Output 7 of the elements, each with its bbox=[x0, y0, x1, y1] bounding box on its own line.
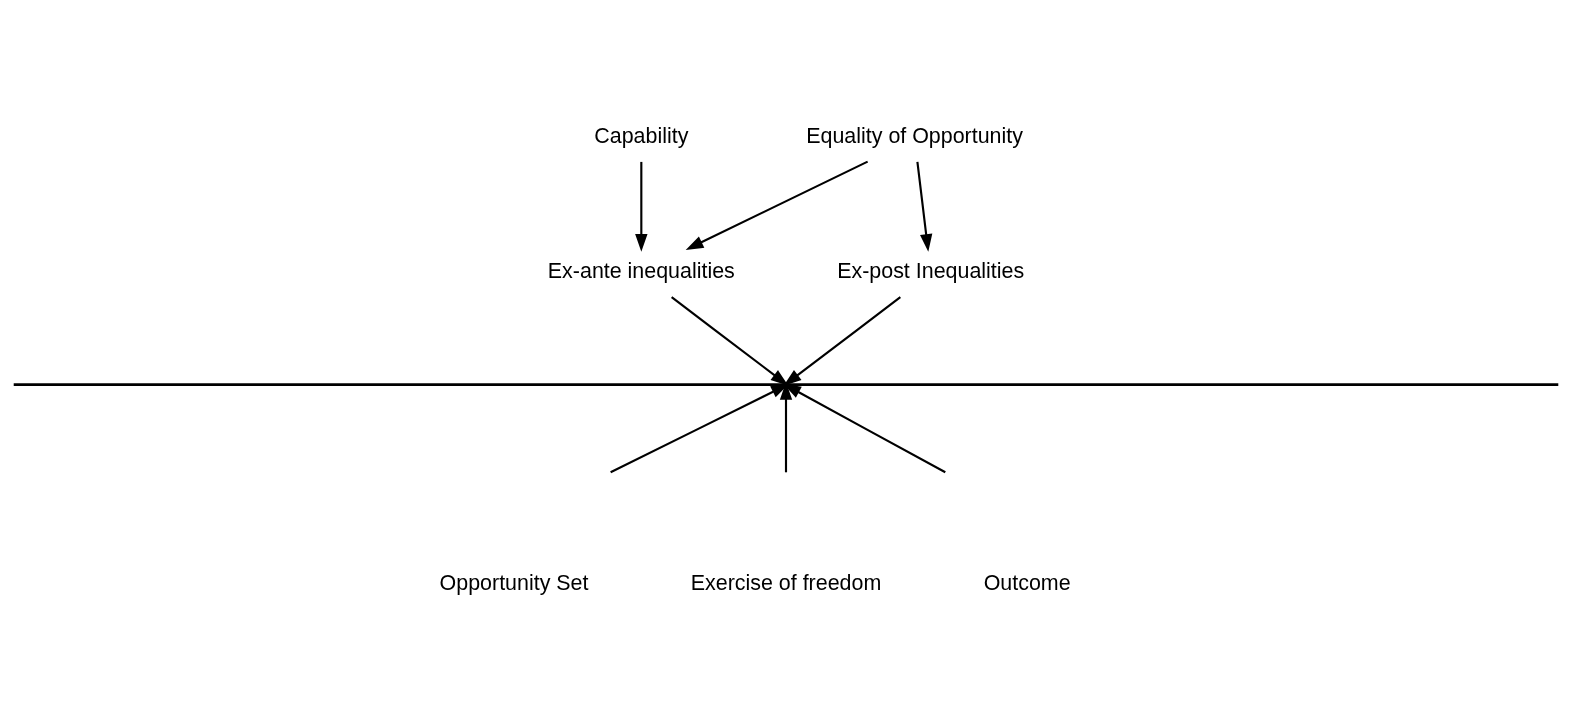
label: Exercise of freedom bbox=[690, 570, 882, 595]
node-text: Equality of Opportunity bbox=[806, 123, 1023, 148]
node-text: Ex-ante inequalities bbox=[547, 258, 735, 283]
node-text: Capability bbox=[594, 123, 689, 148]
node-text: Ex-post Inequalities bbox=[837, 258, 1025, 283]
label: Outcome bbox=[983, 570, 1071, 595]
label: Opportunity Set bbox=[439, 570, 589, 595]
